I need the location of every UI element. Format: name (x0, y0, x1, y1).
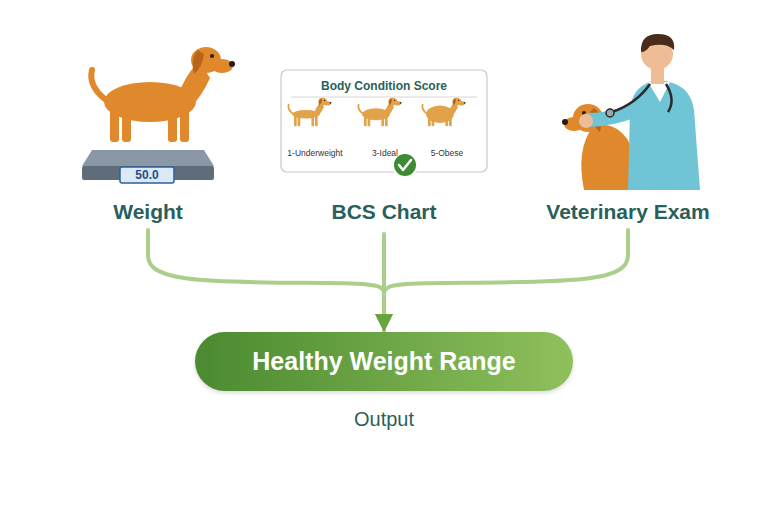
score-label: 3-Ideal (355, 148, 415, 158)
score-label: 1-Underweight (283, 148, 347, 158)
bcs-card (281, 70, 487, 172)
scale-reading: 50.0 (120, 167, 174, 183)
veterinarian-figure (579, 34, 700, 190)
scale (82, 150, 214, 183)
dog-figure (422, 98, 465, 127)
output-title: Healthy Weight Range (235, 347, 533, 376)
score-label: 5-Obese (417, 148, 477, 158)
flow-arrow (148, 230, 384, 330)
dog-figures (91, 47, 637, 190)
input-label: BCS Chart (281, 198, 487, 226)
input-label-node: Weight (107, 198, 189, 226)
input-label: Weight (107, 198, 189, 226)
input-label-node: Veterinary Exam (540, 198, 715, 226)
bcs-chart-node: Body Condition Score 1-Underweight 3-Ideal… (281, 70, 487, 230)
dog-figure (288, 98, 331, 127)
flow-arrow (384, 230, 628, 330)
sitting-dog (562, 104, 637, 190)
dog-figure (358, 98, 401, 127)
input-label: Veterinary Exam (540, 198, 715, 226)
chart-title: Body Condition Score (281, 79, 487, 93)
output-caption: Output (195, 408, 573, 431)
output-pill: Healthy Weight RangeOutput (195, 332, 573, 391)
dog-figure (91, 47, 235, 142)
